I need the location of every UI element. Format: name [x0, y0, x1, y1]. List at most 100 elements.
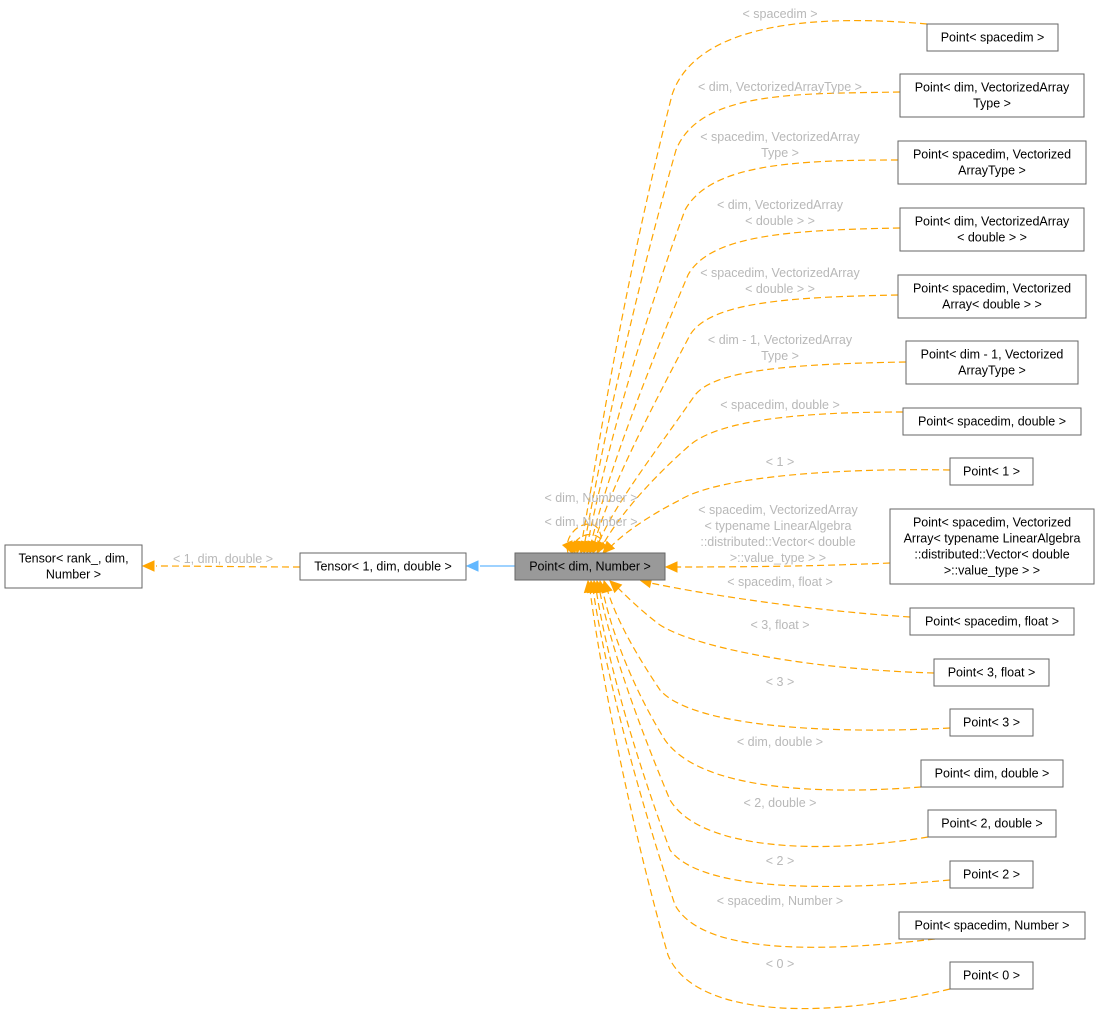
- node-label: Point< dim, double >: [935, 767, 1050, 781]
- template-edge-point-spacedim-vat: [585, 159, 899, 553]
- edge-label-self-loop-top: < dim, Number >: [544, 491, 637, 505]
- node-label: Point< 3 >: [963, 716, 1020, 730]
- node-point-3[interactable]: Point< 3 >: [949, 708, 1034, 737]
- nodes-layer: Tensor< rank_, dim,Number > Tensor< 1, di…: [4, 23, 1095, 990]
- node-point-dim-va-double[interactable]: Point< dim, VectorizedArray < double > >: [899, 207, 1085, 252]
- node-point-dim-number[interactable]: Point< dim, Number >: [514, 552, 666, 581]
- node-box[interactable]: [299, 552, 467, 581]
- node-point-2-double[interactable]: Point< 2, double >: [927, 809, 1057, 838]
- node-box[interactable]: [897, 140, 1087, 185]
- edge-label-point-spacedim-va-la: < typename LinearAlgebra: [705, 519, 852, 533]
- node-point-spacedim-float[interactable]: Point< spacedim, float >: [909, 607, 1075, 636]
- edge-label-point-dim1-vat: Type >: [761, 349, 799, 363]
- node-tensor-rank[interactable]: Tensor< rank_, dim,Number >: [4, 544, 143, 589]
- node-box[interactable]: [899, 207, 1085, 252]
- self-loop-bottom-arrowhead: [566, 540, 579, 555]
- template-edge-point-2: [594, 581, 951, 888]
- node-box[interactable]: [899, 73, 1085, 118]
- node-point-spacedim-number[interactable]: Point< spacedim, Number >: [898, 911, 1086, 940]
- edge-label-point-dim-double: < dim, double >: [737, 735, 823, 749]
- node-point-dim1-vat[interactable]: Point< dim - 1, VectorizedArrayType >: [905, 340, 1079, 385]
- node-box[interactable]: [933, 658, 1050, 687]
- node-point-spacedim-va-double[interactable]: Point< spacedim, VectorizedArray< double…: [897, 274, 1087, 319]
- node-box[interactable]: [927, 809, 1057, 838]
- node-label: Point< dim, VectorizedArray: [915, 215, 1070, 229]
- edge-label-point-spacedim-float: < spacedim, float >: [727, 575, 833, 589]
- node-label: Point< spacedim, float >: [925, 615, 1059, 629]
- edge-label-point-spacedim: < spacedim >: [742, 7, 817, 21]
- edge-label-point-spacedim-va-la: < spacedim, VectorizedArray: [698, 503, 858, 517]
- node-box[interactable]: [898, 911, 1086, 940]
- template-edge-point-spacedim-number: [591, 581, 936, 948]
- template-arrowhead-point-spacedim-double: [596, 540, 608, 555]
- node-point-dim-vat[interactable]: Point< dim, VectorizedArrayType >: [899, 73, 1085, 118]
- node-label: >::value_type > >: [944, 564, 1040, 578]
- template-edge-point-1: [605, 469, 951, 553]
- node-box[interactable]: [949, 457, 1034, 486]
- node-point-spacedim-va-la[interactable]: Point< spacedim, VectorizedArray< typena…: [889, 508, 1095, 585]
- node-box[interactable]: [902, 407, 1082, 436]
- node-box[interactable]: [514, 552, 666, 581]
- template-edge-point-3-float: [611, 581, 935, 674]
- node-point-spacedim-double[interactable]: Point< spacedim, double >: [902, 407, 1082, 436]
- node-tensor-1[interactable]: Tensor< 1, dim, double >: [299, 552, 467, 581]
- edge-label-point-spacedim-vat: Type >: [761, 146, 799, 160]
- node-point-1[interactable]: Point< 1 >: [949, 457, 1034, 486]
- edge-label-point-3-float: < 3, float >: [750, 618, 809, 632]
- template-arrowhead-point-spacedim-va-la: [664, 561, 678, 573]
- self-loop-top: [566, 523, 602, 554]
- node-box[interactable]: [949, 860, 1034, 889]
- node-label: Point< spacedim, double >: [918, 415, 1066, 429]
- node-box[interactable]: [897, 274, 1087, 319]
- edge-label-point-2: < 2 >: [766, 854, 795, 868]
- node-point-2[interactable]: Point< 2 >: [949, 860, 1034, 889]
- edge-label-point-spacedim-double: < spacedim, double >: [720, 398, 840, 412]
- edge-label-self-loop-bottom: < dim, Number >: [544, 515, 637, 529]
- node-label: Tensor< 1, dim, double >: [314, 560, 452, 574]
- edge-label-point-dim1-vat: < dim - 1, VectorizedArray: [708, 333, 853, 347]
- edge-label-point-spacedim-number: < spacedim, Number >: [717, 894, 843, 908]
- node-box[interactable]: [905, 340, 1079, 385]
- edge-label-point-1: < 1 >: [766, 455, 795, 469]
- template-edge-point-dim-va-double: [588, 227, 901, 553]
- template-edge-tensor: [155, 565, 301, 568]
- edge-label-point-dim-va-double: < double > >: [745, 214, 815, 228]
- node-point-spacedim-vat[interactable]: Point< spacedim, VectorizedArrayType >: [897, 140, 1087, 185]
- node-label: ::distributed::Vector< double: [914, 548, 1069, 562]
- template-arrowhead-tensor: [141, 560, 155, 572]
- node-label: Point< spacedim, Vectorized: [913, 148, 1071, 162]
- node-box[interactable]: [949, 961, 1034, 990]
- node-label: Point< dim, VectorizedArray: [915, 81, 1070, 95]
- template-edge-point-3: [604, 581, 951, 731]
- node-label: Point< spacedim, Vectorized: [913, 282, 1071, 296]
- edge-labels-layer: < 1, dim, double >< spacedim >< dim, Vec…: [173, 7, 862, 971]
- edge-label-point-0: < 0 >: [766, 957, 795, 971]
- node-box[interactable]: [889, 508, 1095, 585]
- node-label: Point< 2 >: [963, 868, 1020, 882]
- template-arrowhead-point-0: [583, 579, 596, 594]
- node-label: Point< 3, float >: [948, 666, 1036, 680]
- node-label: Point< dim - 1, Vectorized: [921, 348, 1064, 362]
- node-label: Point< 0 >: [963, 969, 1020, 983]
- node-box[interactable]: [949, 708, 1034, 737]
- node-point-dim-double[interactable]: Point< dim, double >: [920, 759, 1064, 788]
- edges-layer: [141, 19, 951, 1010]
- node-point-spacedim[interactable]: Point< spacedim >: [926, 23, 1059, 52]
- node-label: < double > >: [957, 231, 1027, 245]
- node-box[interactable]: [909, 607, 1075, 636]
- template-edge-point-spacedim-float: [640, 580, 911, 618]
- template-edge-point-dim-vat: [582, 91, 901, 553]
- edge-label-point-spacedim-va-la: >::value_type > >: [730, 551, 826, 565]
- template-edge-point-2-double: [597, 581, 929, 848]
- node-point-3-float[interactable]: Point< 3, float >: [933, 658, 1050, 687]
- node-box[interactable]: [920, 759, 1064, 788]
- edge-label-point-spacedim-va-la: ::distributed::Vector< double: [700, 535, 855, 549]
- node-box[interactable]: [926, 23, 1059, 52]
- node-point-0[interactable]: Point< 0 >: [949, 961, 1034, 990]
- node-box[interactable]: [4, 544, 143, 589]
- edge-label-tensor: < 1, dim, double >: [173, 552, 273, 566]
- template-edge-point-spacedim: [579, 19, 928, 553]
- template-edge-point-spacedim-va-la: [666, 562, 891, 568]
- node-label: Point< spacedim, Number >: [915, 919, 1070, 933]
- template-edge-point-dim1-vat: [594, 361, 907, 553]
